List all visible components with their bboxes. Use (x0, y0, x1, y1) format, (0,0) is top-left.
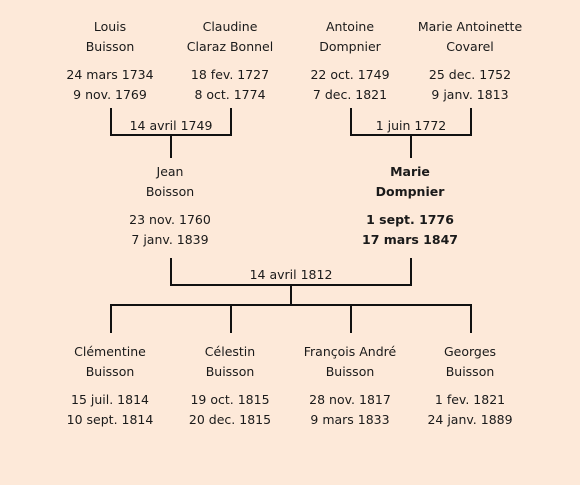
person-celestin-buisson[interactable]: Célestin Buisson 19 oct. 1815 20 dec. 18… (168, 342, 292, 430)
death-date: 17 mars 1847 (362, 232, 458, 247)
death-date: 9 nov. 1769 (73, 87, 147, 102)
person-first-name: Marie (390, 164, 430, 179)
person-dates: 15 juil. 1814 10 sept. 1814 (48, 390, 172, 430)
person-clementine-buisson[interactable]: Clémentine Buisson 15 juil. 1814 10 sept… (48, 342, 172, 430)
marriage-date-parents: 14 avril 1812 (249, 267, 333, 282)
birth-date: 1 sept. 1776 (366, 212, 454, 227)
person-first-name: Jean (156, 164, 184, 179)
birth-date: 18 fev. 1727 (190, 67, 270, 82)
person-last-name: Buisson (205, 364, 255, 379)
person-last-name: Covarel (446, 39, 494, 54)
person-last-name: Buisson (85, 39, 135, 54)
person-dates: 24 mars 1734 9 nov. 1769 (48, 65, 172, 105)
person-first-name: Marie Antoinette (417, 19, 523, 34)
person-first-name: Célestin (204, 344, 256, 359)
person-last-name: Dompnier (375, 184, 445, 199)
birth-date: 28 nov. 1817 (309, 392, 391, 407)
person-dates: 25 dec. 1752 9 janv. 1813 (408, 65, 532, 105)
birth-date: 19 oct. 1815 (190, 392, 270, 407)
person-dates: 18 fev. 1727 8 oct. 1774 (168, 65, 292, 105)
person-last-name: Buisson (325, 364, 375, 379)
birth-date: 24 mars 1734 (66, 67, 154, 82)
person-dates: 19 oct. 1815 20 dec. 1815 (168, 390, 292, 430)
death-date: 9 mars 1833 (310, 412, 390, 427)
death-date: 10 sept. 1814 (66, 412, 154, 427)
person-dates: 22 oct. 1749 7 dec. 1821 (288, 65, 412, 105)
death-date: 24 janv. 1889 (427, 412, 513, 427)
person-dates: 1 sept. 1776 17 mars 1847 (348, 210, 472, 250)
person-first-name: François André (303, 344, 397, 359)
marriage-date-maternal: 1 juin 1772 (375, 118, 447, 133)
death-date: 8 oct. 1774 (194, 87, 266, 102)
person-first-name: Louis (93, 19, 127, 34)
death-date: 20 dec. 1815 (188, 412, 272, 427)
marriage-date-paternal: 14 avril 1749 (129, 118, 213, 133)
person-dates: 28 nov. 1817 9 mars 1833 (288, 390, 412, 430)
person-georges-buisson[interactable]: Georges Buisson 1 fev. 1821 24 janv. 188… (408, 342, 532, 430)
person-last-name: Dompnier (319, 39, 381, 54)
death-date: 9 janv. 1813 (431, 87, 509, 102)
person-marie-antoinette-covarel[interactable]: Marie Antoinette Covarel 25 dec. 1752 9 … (408, 17, 532, 105)
birth-date: 25 dec. 1752 (428, 67, 512, 82)
person-last-name: Buisson (85, 364, 135, 379)
person-first-name: Georges (443, 344, 497, 359)
person-marie-dompnier[interactable]: Marie Dompnier 1 sept. 1776 17 mars 1847 (348, 162, 472, 250)
death-date: 7 janv. 1839 (131, 232, 209, 247)
person-dates: 23 nov. 1760 7 janv. 1839 (108, 210, 232, 250)
person-last-name: Buisson (445, 364, 495, 379)
person-antoine-dompnier[interactable]: Antoine Dompnier 22 oct. 1749 7 dec. 182… (288, 17, 412, 105)
person-first-name: Clémentine (74, 344, 146, 359)
person-dates: 1 fev. 1821 24 janv. 1889 (408, 390, 532, 430)
person-last-name: Boisson (145, 184, 195, 199)
birth-date: 1 fev. 1821 (434, 392, 506, 407)
birth-date: 15 juil. 1814 (71, 392, 149, 407)
person-francois-andre-buisson[interactable]: François André Buisson 28 nov. 1817 9 ma… (288, 342, 412, 430)
death-date: 7 dec. 1821 (312, 87, 388, 102)
person-claudine-claraz-bonnel[interactable]: Claudine Claraz Bonnel 18 fev. 1727 8 oc… (168, 17, 292, 105)
person-louis-buisson[interactable]: Louis Buisson 24 mars 1734 9 nov. 1769 (48, 17, 172, 105)
person-first-name: Claudine (202, 19, 258, 34)
person-jean-boisson[interactable]: Jean Boisson 23 nov. 1760 7 janv. 1839 (108, 162, 232, 250)
person-first-name: Antoine (325, 19, 375, 34)
birth-date: 23 nov. 1760 (129, 212, 211, 227)
person-last-name: Claraz Bonnel (186, 39, 274, 54)
birth-date: 22 oct. 1749 (310, 67, 390, 82)
